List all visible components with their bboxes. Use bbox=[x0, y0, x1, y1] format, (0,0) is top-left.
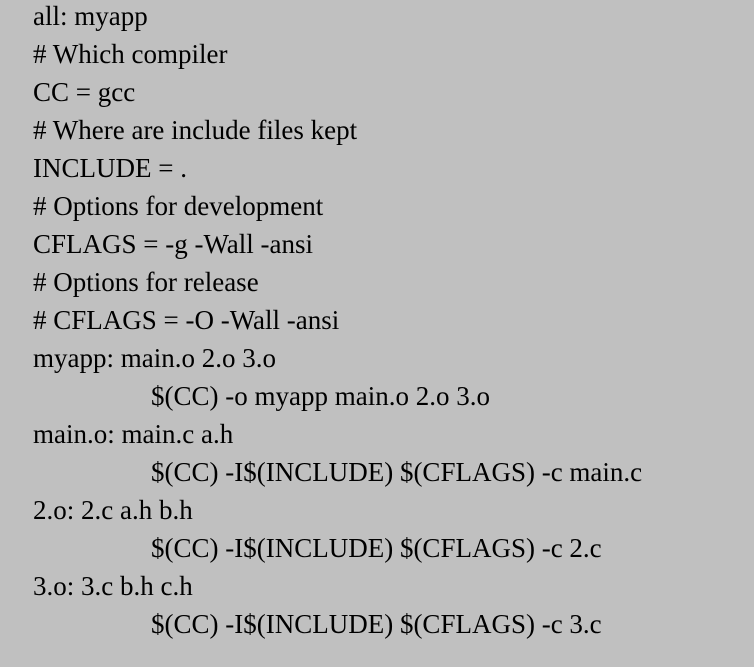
recipe-3-o-line: $(CC) -I$(INCLUDE) $(CFLAGS) -c 3.c bbox=[151, 609, 602, 639]
cc-assignment-line: CC = gcc bbox=[33, 77, 136, 107]
comment-include-files: # Where are include files kept bbox=[33, 115, 358, 145]
cflags-release-comment: # CFLAGS = -O -Wall -ansi bbox=[33, 305, 340, 335]
comment-which-compiler: # Which compiler bbox=[33, 39, 228, 69]
rule-main-o-line: main.o: main.c a.h bbox=[33, 419, 234, 449]
rule-3-o-line: 3.o: 3.c b.h c.h bbox=[33, 571, 193, 601]
comment-options-release: # Options for release bbox=[33, 267, 259, 297]
target-all-line: all: myapp bbox=[33, 1, 148, 31]
recipe-myapp-line: $(CC) -o myapp main.o 2.o 3.o bbox=[151, 381, 490, 411]
cflags-dev-line: CFLAGS = -g -Wall -ansi bbox=[33, 229, 314, 259]
recipe-main-o-line: $(CC) -I$(INCLUDE) $(CFLAGS) -c main.c bbox=[151, 457, 643, 487]
comment-options-development: # Options for development bbox=[33, 191, 324, 221]
include-assignment-line: INCLUDE = . bbox=[33, 153, 187, 183]
rule-myapp-line: myapp: main.o 2.o 3.o bbox=[33, 343, 276, 373]
recipe-2-o-line: $(CC) -I$(INCLUDE) $(CFLAGS) -c 2.c bbox=[151, 533, 602, 563]
rule-2-o-line: 2.o: 2.c a.h b.h bbox=[33, 495, 193, 525]
